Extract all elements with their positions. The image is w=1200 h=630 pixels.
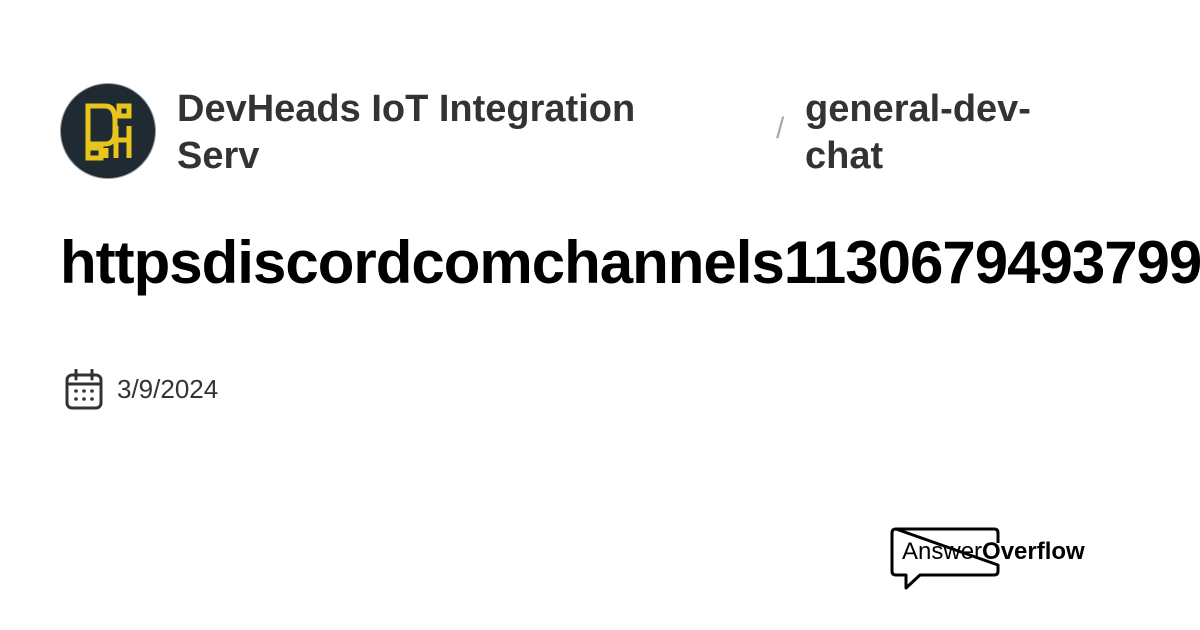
breadcrumb-separator: / (776, 112, 785, 145)
brand-part2: Overflow (982, 538, 1085, 565)
devheads-logo-icon (85, 103, 132, 161)
answeroverflow-logo[interactable]: AnswerOverflow (902, 538, 1085, 566)
server-logo (60, 83, 156, 179)
thread-date: 3/9/2024 (117, 374, 219, 404)
thread-title: httpsdiscordcomchannels1130679493799 (60, 229, 1200, 296)
answeroverflow-speech-bubble-icon (890, 527, 1000, 590)
server-name[interactable]: DevHeads IoT Integration Serv (177, 88, 636, 177)
brand-part1: Answer (902, 538, 983, 565)
calendar-icon (65, 369, 103, 410)
channel-name[interactable]: general-dev-chat (805, 88, 1031, 177)
